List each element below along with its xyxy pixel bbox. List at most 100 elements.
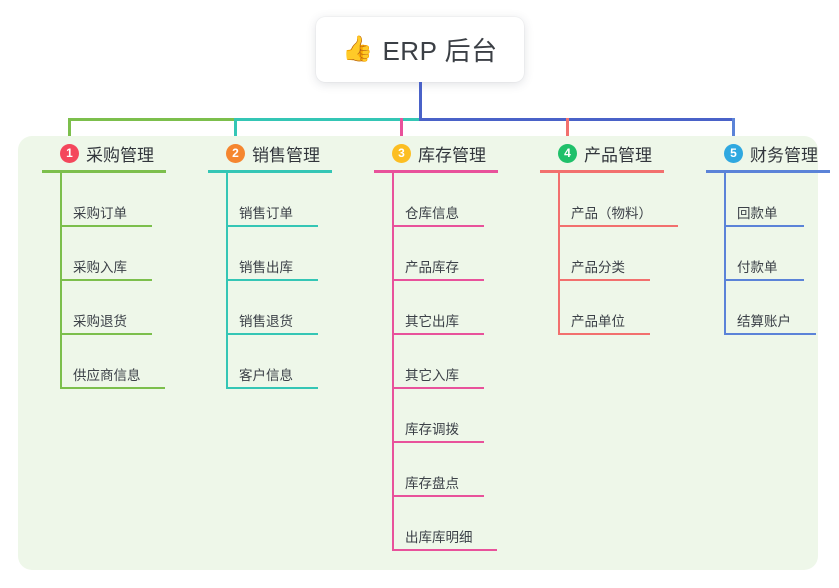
module-badge: 5 [724, 143, 743, 163]
module-item-rule [392, 495, 484, 497]
module-header-rule [706, 170, 830, 173]
module-item[interactable]: 采购入库 [60, 227, 202, 281]
module-item[interactable]: 产品单位 [558, 281, 700, 335]
module-item[interactable]: 库存调拨 [392, 389, 534, 443]
module-item-label: 仓库信息 [405, 206, 459, 221]
module-item[interactable]: 付款单 [724, 227, 839, 281]
module-item-list: 产品（物料） 产品分类 产品单位 [536, 173, 700, 335]
module-item-label: 采购订单 [73, 206, 127, 221]
module-spine [226, 173, 228, 389]
module-title: 库存管理 [418, 145, 486, 165]
module-header-rule [540, 170, 664, 173]
bus-segment-3 [419, 118, 735, 121]
module-item-list: 采购订单 采购入库 采购退货 供应商信息 [38, 173, 202, 389]
module-item[interactable]: 库存盘点 [392, 443, 534, 497]
module-item-label: 客户信息 [239, 368, 293, 383]
module-item[interactable]: 产品（物料） [558, 173, 700, 227]
module-badge: 3 [392, 143, 411, 163]
module-item-label: 出库库明细 [405, 530, 473, 545]
module-spine [558, 173, 560, 335]
module-item-rule [558, 279, 650, 281]
module-item-rule [60, 387, 165, 389]
module-badge: 1 [60, 143, 79, 163]
title-stem [419, 82, 422, 121]
module-item[interactable]: 产品分类 [558, 227, 700, 281]
module-item[interactable]: 客户信息 [226, 335, 368, 389]
module-header-3[interactable]: 3 库存管理 [370, 136, 534, 170]
module-header-1[interactable]: 1 采购管理 [38, 136, 202, 170]
bus-segment-1 [68, 118, 237, 121]
module-column-3: 3 库存管理 仓库信息 产品库存 其它出库 其它入库 [370, 136, 534, 551]
page-title: ERP 后台 [382, 36, 498, 66]
module-item-rule [226, 387, 318, 389]
module-header-5[interactable]: 5 财务管理 [702, 136, 839, 170]
module-item[interactable]: 销售订单 [226, 173, 368, 227]
module-item[interactable]: 回款单 [724, 173, 839, 227]
module-item-label: 销售退货 [239, 314, 293, 329]
module-item[interactable]: 出库库明细 [392, 497, 534, 551]
module-item-rule [60, 225, 152, 227]
module-item-rule [558, 225, 678, 227]
module-item[interactable]: 采购退货 [60, 281, 202, 335]
module-header-4[interactable]: 4 产品管理 [536, 136, 700, 170]
module-item[interactable]: 销售退货 [226, 281, 368, 335]
module-item-label: 采购入库 [73, 260, 127, 275]
module-item-label: 产品分类 [571, 260, 625, 275]
module-item-label: 产品（物料） [571, 206, 652, 221]
module-spine [60, 173, 62, 389]
module-item-rule [392, 279, 484, 281]
thumbs-up-icon: 👍 [342, 35, 374, 63]
module-item-rule [226, 225, 318, 227]
module-column-1: 1 采购管理 采购订单 采购入库 采购退货 供应商信息 [38, 136, 202, 389]
module-column-2: 2 销售管理 销售订单 销售出库 销售退货 客户信息 [204, 136, 368, 389]
module-item-list: 仓库信息 产品库存 其它出库 其它入库 库存调拨 库存盘点 [370, 173, 534, 551]
module-spine [392, 173, 394, 551]
module-item[interactable]: 仓库信息 [392, 173, 534, 227]
module-item-list: 回款单 付款单 结算账户 [702, 173, 839, 335]
module-item-rule [60, 279, 152, 281]
module-item-label: 回款单 [737, 206, 778, 221]
module-column-4: 4 产品管理 产品（物料） 产品分类 产品单位 [536, 136, 700, 335]
module-item-rule [392, 333, 484, 335]
module-item[interactable]: 产品库存 [392, 227, 534, 281]
module-title: 产品管理 [584, 145, 652, 165]
module-item[interactable]: 供应商信息 [60, 335, 202, 389]
module-item-label: 付款单 [737, 260, 778, 275]
module-item-rule [60, 333, 152, 335]
module-badge: 2 [226, 143, 245, 163]
module-item-label: 其它入库 [405, 368, 459, 383]
module-item-label: 产品单位 [571, 314, 625, 329]
module-item-label: 库存调拨 [405, 422, 459, 437]
module-item-rule [392, 549, 497, 551]
modules-panel: 1 采购管理 采购订单 采购入库 采购退货 供应商信息 [18, 136, 830, 570]
module-item-label: 销售订单 [239, 206, 293, 221]
module-item-rule [226, 279, 318, 281]
module-item-label: 采购退货 [73, 314, 127, 329]
module-item-rule [724, 333, 816, 335]
module-item[interactable]: 其它出库 [392, 281, 534, 335]
module-item-label: 库存盘点 [405, 476, 459, 491]
module-item[interactable]: 采购订单 [60, 173, 202, 227]
module-item-rule [392, 441, 484, 443]
module-item-rule [392, 387, 484, 389]
module-item-rule [226, 333, 318, 335]
module-title: 财务管理 [750, 145, 818, 165]
module-item-rule [558, 333, 650, 335]
module-item-rule [392, 225, 484, 227]
module-item-rule [724, 279, 804, 281]
module-item-label: 销售出库 [239, 260, 293, 275]
module-header-2[interactable]: 2 销售管理 [204, 136, 368, 170]
module-column-5: 5 财务管理 回款单 付款单 结算账户 [702, 136, 839, 335]
module-item[interactable]: 结算账户 [724, 281, 839, 335]
module-title: 销售管理 [252, 145, 320, 165]
module-title: 采购管理 [86, 145, 154, 165]
diagram-title-card[interactable]: 👍 ERP 后台 [316, 17, 524, 82]
module-header-rule [208, 170, 332, 173]
module-item-list: 销售订单 销售出库 销售退货 客户信息 [204, 173, 368, 389]
module-item[interactable]: 其它入库 [392, 335, 534, 389]
module-badge: 4 [558, 143, 577, 163]
module-item-label: 结算账户 [737, 314, 791, 329]
module-spine [724, 173, 726, 335]
module-item[interactable]: 销售出库 [226, 227, 368, 281]
